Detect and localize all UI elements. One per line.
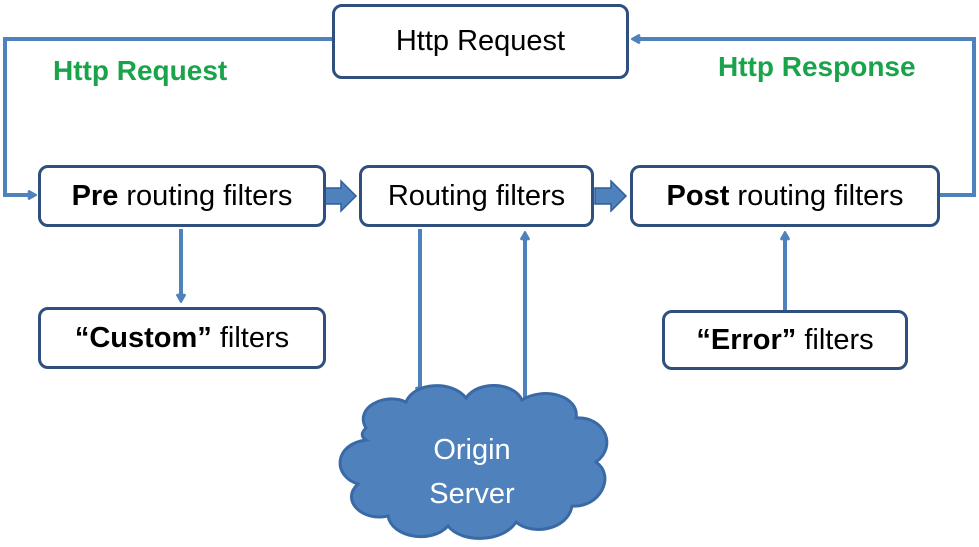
routing-to-post-arrow — [594, 179, 628, 213]
pre-routing-filters-text: routing filters — [118, 179, 293, 212]
origin-server-line2: Server — [429, 478, 515, 510]
origin-server-label: Origin Server — [388, 428, 556, 516]
post-routing-filters-node: Post routing filters — [630, 165, 940, 227]
error-filters-node: “Error” filters — [662, 310, 908, 370]
origin-server-line1: Origin — [433, 434, 511, 466]
request-loop-arrow — [3, 37, 332, 195]
request-edge-label: Http Request — [53, 55, 228, 86]
http-request-node-label: Http Request — [395, 25, 566, 57]
custom-filters-bold: “Custom” — [74, 321, 212, 354]
routing-filters-node: Routing filters — [359, 165, 594, 227]
pre-to-routing-arrow — [324, 179, 358, 213]
custom-filters-node: “Custom” filters — [38, 307, 326, 369]
response-loop-arrow — [634, 39, 976, 197]
pre-routing-filters-bold: Pre — [71, 179, 119, 212]
response-edge-label: Http Response — [718, 51, 916, 82]
pre-routing-filters-node: Pre routing filters — [38, 165, 326, 227]
error-filters-text: filters — [796, 323, 874, 356]
post-routing-filters-text: routing filters — [729, 179, 904, 212]
error-filters-bold: “Error” — [696, 323, 797, 356]
post-routing-filters-bold: Post — [666, 179, 730, 212]
http-request-node: Http Request — [332, 4, 629, 79]
custom-filters-text: filters — [211, 321, 290, 354]
cloud-icon — [338, 384, 609, 540]
routing-filters-label: Routing filters — [387, 179, 566, 212]
